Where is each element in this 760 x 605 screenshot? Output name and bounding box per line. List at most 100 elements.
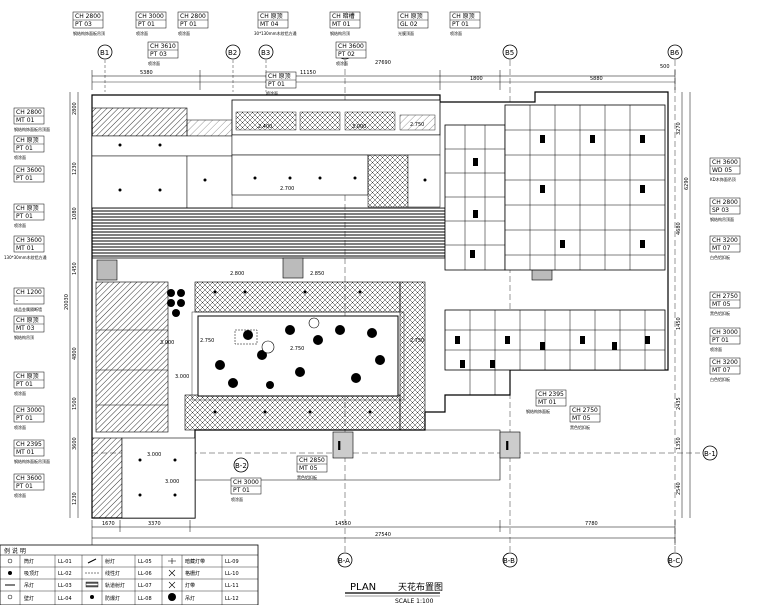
svg-text:喷涂面: 喷涂面	[136, 30, 148, 36]
dim-top-4: 1800	[470, 76, 483, 82]
svg-text:射灯: 射灯	[105, 558, 115, 565]
svg-text:CH 2800: CH 2800	[180, 13, 206, 20]
dim-left-4: 20030	[64, 294, 70, 310]
svg-text:I: I	[337, 439, 341, 453]
level-6: 2.750	[410, 338, 424, 344]
svg-text:130*30mm木纹铝方通: 130*30mm木纹铝方通	[4, 254, 47, 260]
dim-bottom-4: 7780	[585, 521, 598, 527]
svg-text:LL-03: LL-03	[58, 583, 72, 589]
svg-text:线性灯: 线性灯	[105, 570, 120, 577]
svg-text:MT 01: MT 01	[16, 449, 35, 456]
dim-left-3: 1080	[72, 207, 78, 220]
column-1	[96, 259, 118, 281]
svg-text:壁灯: 壁灯	[24, 595, 34, 602]
zone-ring-top	[194, 281, 401, 313]
grid-bubble-bottom-3	[667, 552, 683, 568]
svg-text:钢结构吊顶: 钢结构吊顶	[330, 30, 350, 36]
svg-text:CH 原顶: CH 原顶	[268, 73, 291, 80]
svg-text:LL-09: LL-09	[225, 559, 239, 565]
svg-text:MT 05: MT 05	[572, 415, 591, 422]
svg-text:喷涂面: 喷涂面	[14, 154, 26, 160]
svg-text:CH 原顶: CH 原顶	[260, 13, 283, 20]
left-dimension-chain: 2800 1230 1080 20030 1450 4800 1500 3600…	[64, 92, 79, 518]
zone-hatched-top-left	[91, 107, 188, 137]
svg-text:GL 02: GL 02	[400, 21, 418, 28]
level-8: 2.400	[258, 124, 272, 130]
svg-text:黑色铝扣板: 黑色铝扣板	[570, 424, 590, 430]
svg-text:LL-07: LL-07	[138, 583, 152, 589]
level-10: 3.000	[352, 124, 366, 130]
svg-text:CH 3610: CH 3610	[150, 43, 176, 50]
svg-text:CH 2750: CH 2750	[712, 293, 738, 300]
equipment-1	[235, 111, 297, 131]
svg-text:白色铝扣板: 白色铝扣板	[710, 254, 730, 260]
svg-text:PT 01: PT 01	[268, 81, 285, 88]
grid-label-bottom-2: B-B	[503, 557, 515, 565]
zone-lower-left-hatched	[91, 437, 123, 519]
svg-text:LL-12: LL-12	[225, 596, 239, 602]
svg-text:MT 07: MT 07	[712, 245, 731, 252]
zone-lower-left-plain	[121, 437, 196, 519]
svg-text:PT 01: PT 01	[180, 21, 197, 28]
level-12: 2.800	[230, 271, 244, 277]
level-13: 2.750	[290, 346, 304, 352]
level-4: 3.000	[160, 340, 174, 346]
level-9: 3.000	[165, 479, 179, 485]
svg-text:黑色铝扣板: 黑色铝扣板	[297, 474, 317, 480]
svg-text:钢结构饰面板吊顶: 钢结构饰面板吊顶	[73, 30, 105, 36]
svg-text:钢结构饰面板吊顶面: 钢结构饰面板吊顶面	[14, 458, 50, 464]
zone-grid-ceiling-right	[444, 104, 666, 395]
svg-text:CH 2850: CH 2850	[299, 457, 325, 464]
zone-under-equipment	[231, 134, 441, 156]
zone-ring-bottom	[184, 394, 401, 431]
svg-text:MT 07: MT 07	[712, 367, 731, 374]
svg-text:LL-04: LL-04	[58, 596, 72, 602]
svg-text:LL-11: LL-11	[225, 583, 239, 589]
zone-batten-ceiling	[91, 207, 446, 259]
top-dimension-chain: 5380 11150 27690 1800 5880 500	[91, 60, 676, 90]
grid-label-bottom-1: B-A	[338, 557, 350, 565]
title-scale: SCALE 1:100	[395, 598, 434, 605]
svg-text:CH 1200: CH 1200	[16, 289, 42, 296]
atrium-pendant-lights	[215, 325, 385, 389]
bottom-dimension-chain: 1670 3370 14550 7780 27540	[91, 520, 676, 545]
zone-crosshatch-top	[367, 154, 409, 208]
svg-text:CH 3000: CH 3000	[16, 407, 42, 414]
svg-text:CH 2800: CH 2800	[75, 13, 101, 20]
level-2: 2.850	[310, 271, 324, 277]
zone-ring-right	[399, 281, 426, 431]
svg-text:PT 03: PT 03	[150, 51, 167, 58]
svg-text:喷涂面: 喷涂面	[450, 30, 462, 36]
svg-text:黑色铝扣板: 黑色铝扣板	[710, 310, 730, 316]
svg-text:MT 01: MT 01	[16, 117, 35, 124]
dim-right-4: 1450	[676, 317, 682, 330]
grid-label-top-1: B1	[100, 49, 109, 57]
level-1: 2.700	[280, 186, 294, 192]
svg-text:CH 暗槽: CH 暗槽	[332, 12, 355, 20]
svg-text:钢结构吊顶面: 钢结构吊顶面	[710, 216, 734, 222]
svg-text:CH 3200: CH 3200	[712, 237, 738, 244]
svg-text:PT 01: PT 01	[16, 145, 33, 152]
dim-top-3: 27690	[375, 60, 391, 66]
svg-text:CH 3600: CH 3600	[712, 159, 738, 166]
drawing-title: PLAN 天花布置图 SCALE 1:100	[345, 581, 443, 605]
